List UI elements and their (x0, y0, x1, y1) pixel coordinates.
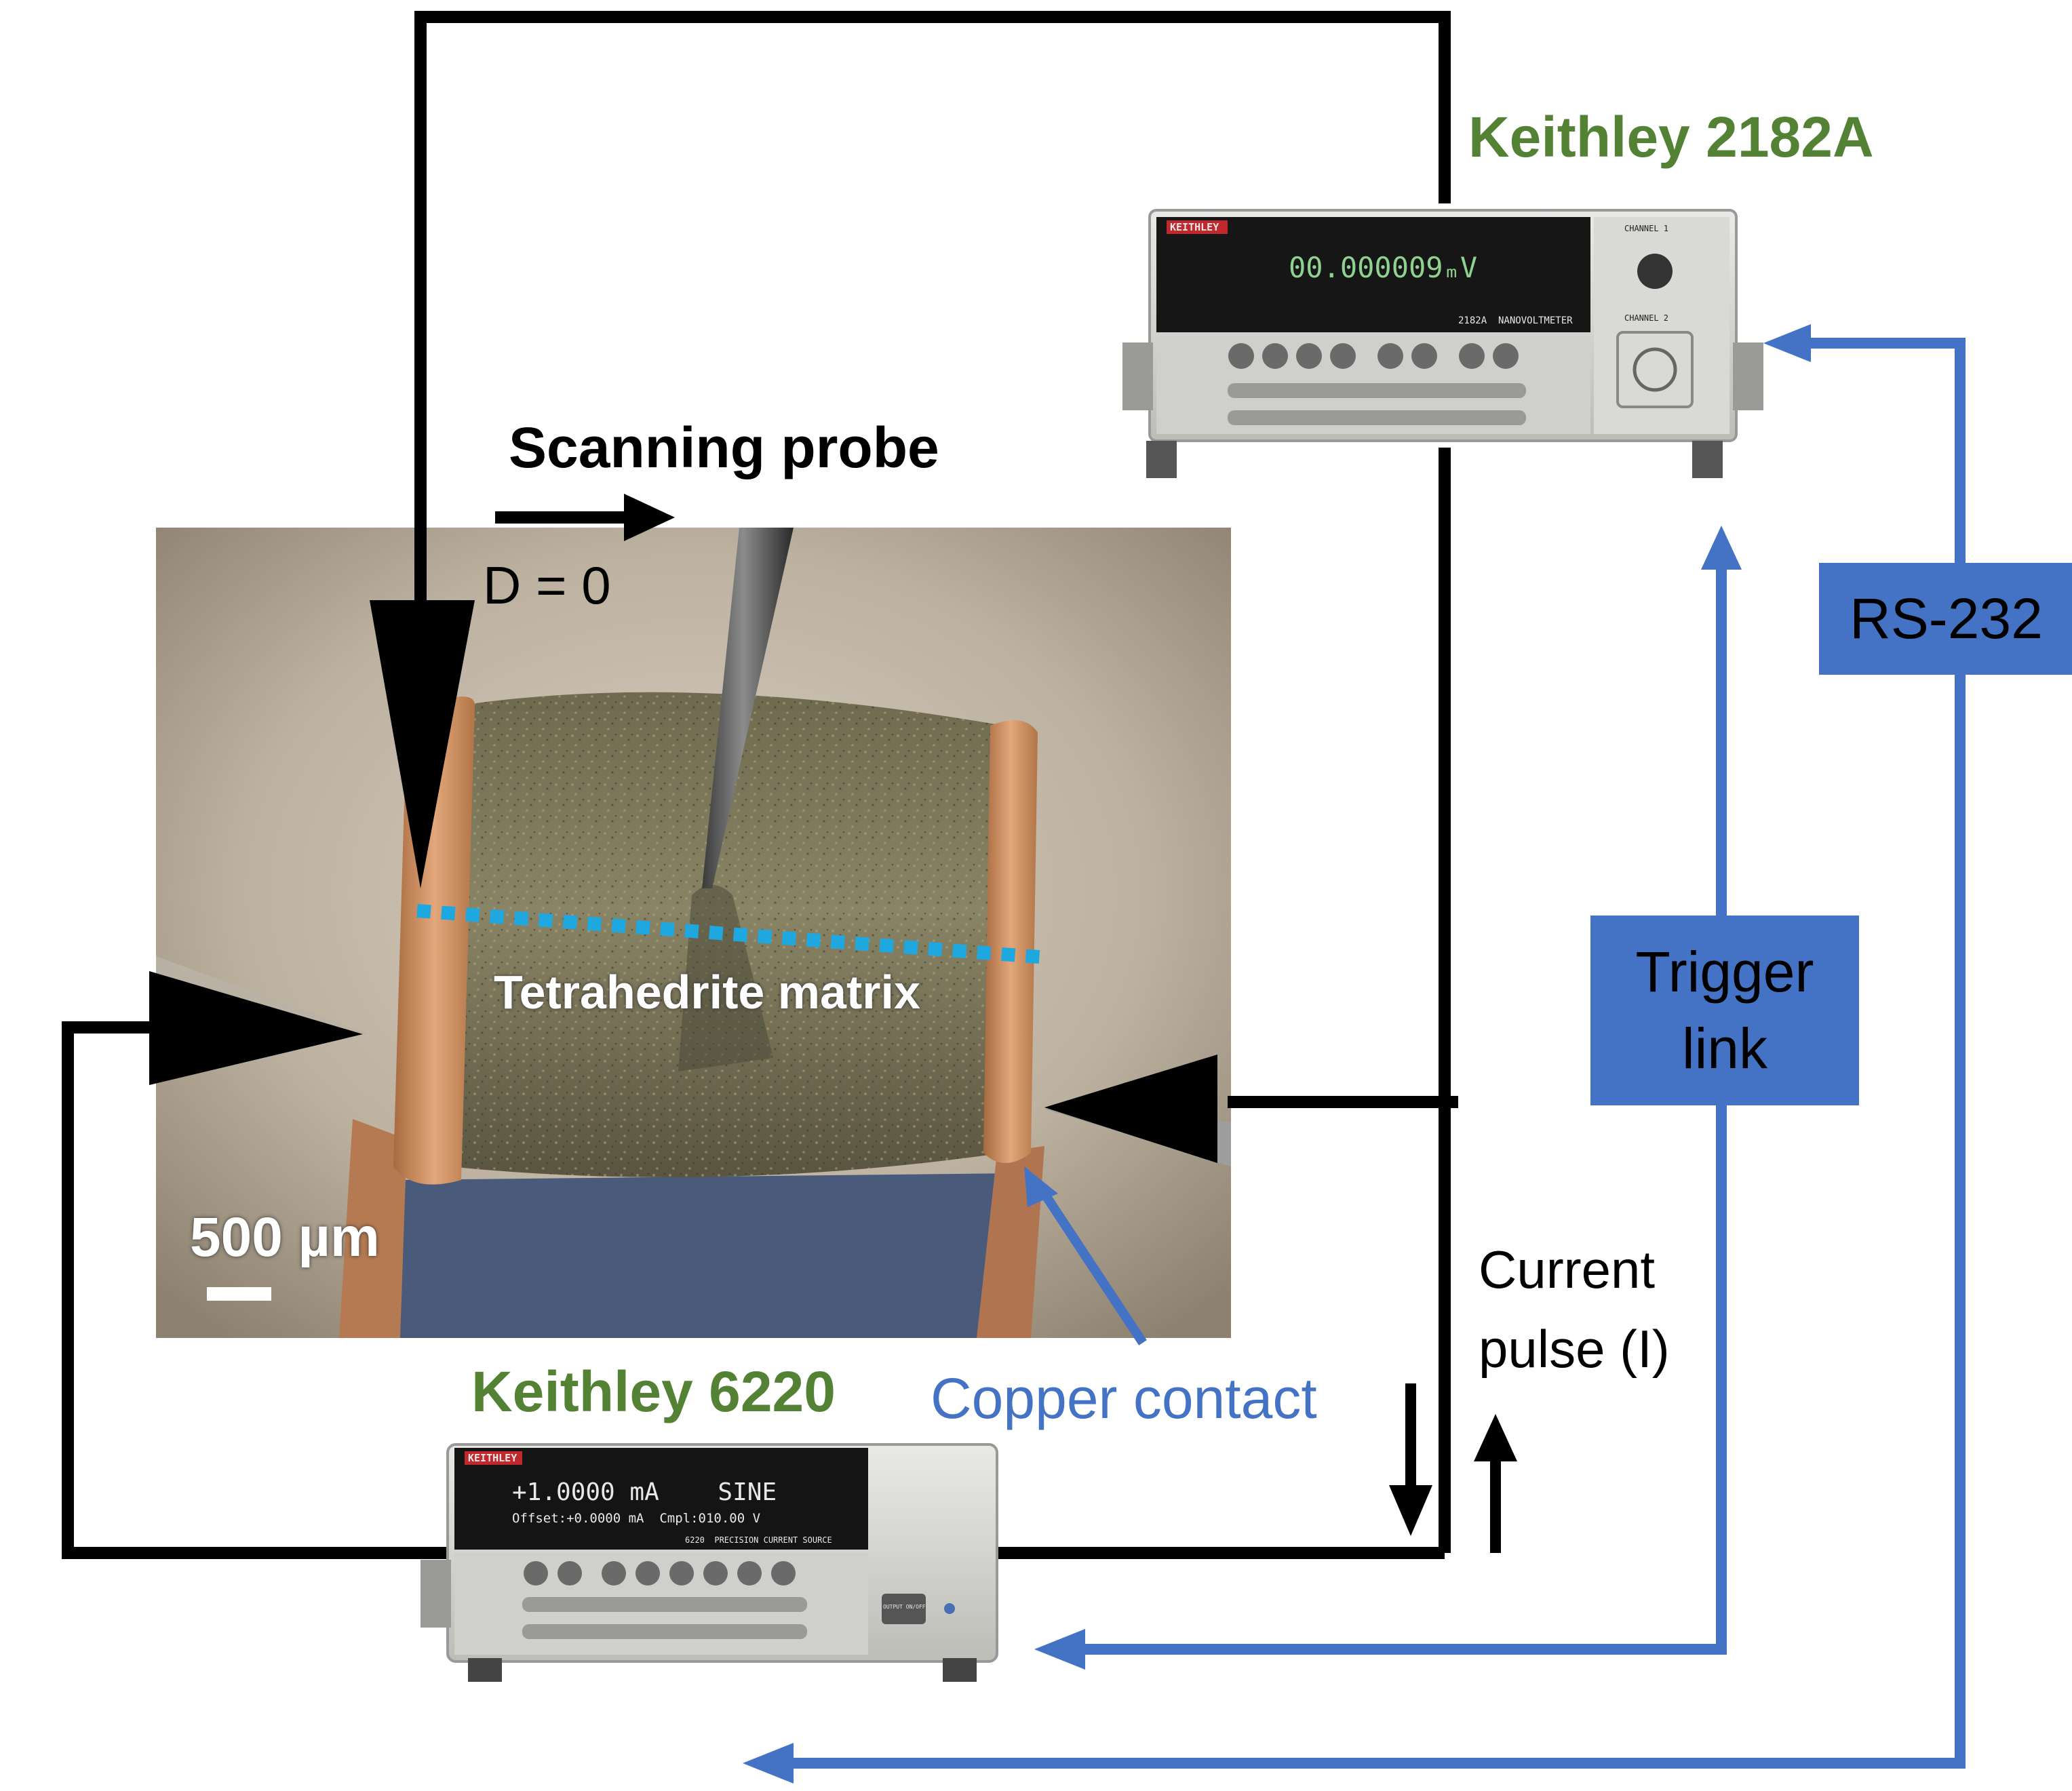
2182a-knob-dcv2 (1262, 343, 1288, 369)
2182a-side-left (1122, 342, 1153, 410)
scan-direction-arrowhead (624, 494, 675, 541)
2182a-input-panel (1594, 217, 1729, 434)
6220-foot-left (468, 1658, 502, 1682)
blue-felt (380, 1173, 1017, 1338)
2182a-foot-right (1692, 441, 1723, 478)
trigger-link-bottom-arrowhead (1034, 1629, 1085, 1670)
copper-contact-pointer (1034, 1181, 1147, 1345)
2182a-channel1-text: CHANNEL 1 (1624, 224, 1669, 233)
6220-display-line2: Offset:+0.0000 mA Cmpl:010.00 V (512, 1511, 761, 1526)
trigger-link-label-line1: Trigger (1635, 939, 1814, 1004)
2182a-knob-range (1459, 343, 1485, 369)
rs232-label: RS-232 (1850, 586, 2043, 650)
scale-bar-label: 500 µm (190, 1206, 380, 1268)
trigger-link-box: Trigger link (1590, 916, 1859, 1105)
2182a-display-panel (1156, 217, 1590, 332)
black-arrowheads (149, 494, 1517, 1553)
keithley-6220-instrument (421, 1443, 998, 1682)
2182a-side-right (1733, 342, 1763, 410)
right-contact-arrowhead (1044, 1055, 1217, 1163)
6220-knob-3 (602, 1561, 626, 1586)
right-copper-contact (983, 720, 1038, 1163)
6220-display-panel (454, 1448, 868, 1550)
current-pulse-label-line2: pulse (I) (1479, 1319, 1670, 1379)
6220-knob-4 (636, 1561, 660, 1586)
rs232-box: RS-232 (1819, 563, 2072, 675)
left-contact-arrowhead (149, 971, 363, 1085)
6220-knob-7 (737, 1561, 762, 1586)
2182a-key-row1 (1228, 383, 1526, 398)
2182a-model-text: 2182A NANOVOLTMETER (1458, 315, 1573, 326)
6220-brand-text: KEITHLEY (468, 1452, 517, 1464)
probe-top-arrowhead (370, 600, 475, 888)
wire-left-contact-to-6220 (62, 1021, 451, 1559)
6220-knob-8 (771, 1561, 796, 1586)
6220-side-left (421, 1560, 451, 1628)
2182a-knob-acv (1296, 343, 1322, 369)
blue-arrowheads (743, 324, 1811, 1784)
black-wiring (62, 11, 1458, 1559)
6220-key-row1 (522, 1597, 807, 1612)
d-zero-label: D = 0 (483, 555, 611, 615)
2182a-knob-dcv1 (1228, 343, 1254, 369)
wire-probe-to-2182a (414, 11, 1451, 621)
rs232-wire (780, 338, 1966, 1769)
tetrahedrite-matrix-label: Tetrahedrite matrix (494, 966, 920, 1019)
sample-photo (156, 528, 1231, 1338)
keithley-2182a-instrument (1122, 209, 1763, 478)
6220-knob-1 (524, 1561, 548, 1586)
6220-display-line1: +1.0000 mA SINE (512, 1478, 777, 1506)
6220-knob-6 (703, 1561, 728, 1586)
probe-shadow (678, 885, 773, 1071)
keithley-2182a-label: Keithley 2182A (1468, 105, 1874, 169)
2182a-channel1-connector (1637, 254, 1673, 289)
current-pulse-label-line1: Current (1479, 1240, 1656, 1299)
6220-knob-2 (558, 1561, 582, 1586)
6220-output-button-text: OUTPUT ON/OFF (883, 1604, 926, 1610)
6220-key-row2 (522, 1624, 807, 1639)
6220-output-led (944, 1603, 955, 1614)
2182a-channel2-text: CHANNEL 2 (1624, 313, 1669, 323)
copper-contact-arrowhead (1024, 1166, 1058, 1207)
trigger-link-label-line2: link (1681, 1017, 1768, 1080)
trigger-link-top-arrowhead (1701, 526, 1742, 570)
rs232-top-arrowhead (1763, 324, 1811, 362)
2182a-knob-rel (1411, 343, 1437, 369)
6220-brand-badge (465, 1451, 522, 1465)
6220-knob-5 (669, 1561, 694, 1586)
6220-foot-right (943, 1658, 977, 1682)
scale-bar (207, 1287, 271, 1301)
6220-output-button (882, 1594, 926, 1624)
2182a-buttons (1228, 343, 1526, 425)
scanning-probe-needle (702, 528, 794, 888)
2182a-key-row2 (1228, 410, 1526, 425)
2182a-knob-filter (1377, 343, 1403, 369)
2182a-channel2-connector-frame (1616, 331, 1694, 408)
2182a-foot-left (1146, 441, 1177, 478)
2182a-channel2-connector (1633, 347, 1677, 392)
2182a-brand-badge (1167, 220, 1228, 234)
keithley-6220-label: Keithley 6220 (471, 1360, 836, 1423)
sample-holder-left (339, 1119, 407, 1338)
2182a-knob-acv2 (1330, 343, 1356, 369)
6220-model-text: 6220 PRECISION CURRENT SOURCE (685, 1535, 832, 1545)
scan-line (416, 904, 1049, 964)
scanning-probe-label: Scanning probe (509, 416, 939, 479)
rs232-bottom-arrowhead (743, 1743, 794, 1784)
2182a-brand-text: KEITHLEY (1170, 221, 1219, 233)
2182a-knob-trig (1493, 343, 1519, 369)
current-down-arrowhead (1389, 1485, 1432, 1536)
copper-contact-label: Copper contact (931, 1366, 1317, 1430)
6220-buttons (522, 1561, 807, 1639)
2182a-display-reading: 00.000009ₘV (1289, 251, 1478, 284)
current-up-arrowhead (1474, 1414, 1517, 1461)
